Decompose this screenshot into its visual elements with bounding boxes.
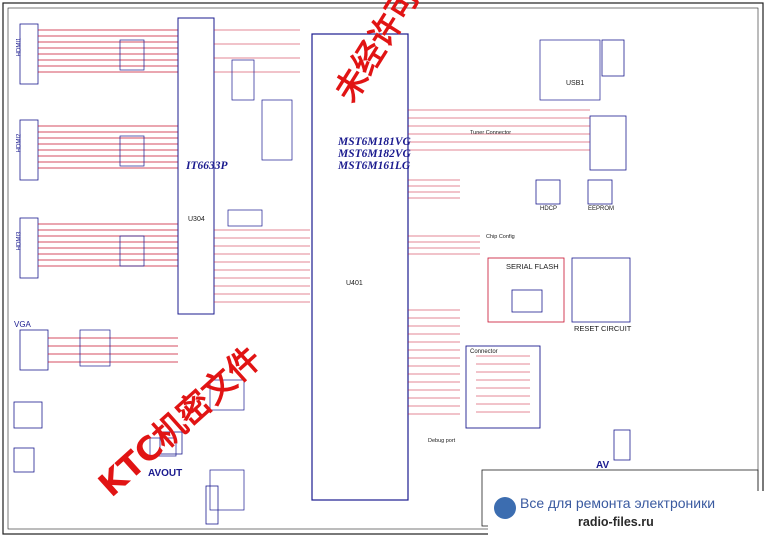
reset-circuit-label: RESET CIRCUIT xyxy=(574,324,632,333)
serial-flash-chip xyxy=(511,289,543,313)
passive-components-left xyxy=(79,39,177,457)
tuner-wires xyxy=(408,109,590,151)
usb-region xyxy=(539,39,601,101)
u401-label: U401 xyxy=(346,280,363,287)
connector-block xyxy=(465,345,541,429)
u304-label: U304 xyxy=(188,216,205,223)
connector-label: Connector xyxy=(470,349,498,355)
hdmi1-label: HDMI1 xyxy=(16,37,23,57)
serial-flash-label: SERIAL FLASH xyxy=(506,262,559,271)
it6633p-pins xyxy=(214,29,310,303)
passive-components-middle xyxy=(209,59,293,511)
site-logo-icon xyxy=(494,497,516,519)
tuner-connector xyxy=(589,115,627,171)
it6633p-label: IT6633P xyxy=(186,160,228,172)
av-jack xyxy=(613,429,631,461)
it6633p-chip xyxy=(177,17,215,315)
soc-model-2: MST6M182VG xyxy=(338,148,411,160)
av-label: AV xyxy=(596,460,610,471)
soc-model-1: MST6M181VG xyxy=(338,136,411,148)
hdcp-eeprom-chip xyxy=(535,179,561,205)
hdmi3-label: HDMI3 xyxy=(16,231,23,251)
sheet-inner-frame xyxy=(7,7,759,530)
avout-connector xyxy=(159,431,183,455)
usb-connector xyxy=(601,39,625,77)
connector-pins xyxy=(476,355,530,413)
mst6m-soc xyxy=(311,33,409,501)
hdmi-bus-wires xyxy=(38,29,178,363)
usb-label: USB1 xyxy=(566,80,585,87)
chip-config-label: Chip Config xyxy=(486,234,515,240)
vga-label: VGA xyxy=(14,320,31,329)
eeprom-chip xyxy=(587,179,613,205)
debug-port-label: Debug port xyxy=(428,438,456,444)
site-title: Все для ремонта электроники xyxy=(520,495,716,511)
soc-model-3: MST6M161LG xyxy=(338,160,411,172)
reset-circuit-box xyxy=(571,257,631,323)
eeprom-label: EEPROM xyxy=(588,206,615,212)
hdcp-label: HDCP xyxy=(540,206,558,212)
tuner-connector-label: Tuner Connector xyxy=(470,130,512,136)
serial-flash-box xyxy=(487,257,565,323)
avout-label: AVOUT xyxy=(148,468,183,479)
hdmi2-label: HDMI2 xyxy=(16,133,23,153)
site-footer-banner: Все для ремонта электроники radio-files.… xyxy=(488,491,768,539)
site-url[interactable]: radio-files.ru xyxy=(578,515,654,529)
soc-pin-wires-right xyxy=(408,179,480,415)
bottom-header xyxy=(205,485,219,525)
